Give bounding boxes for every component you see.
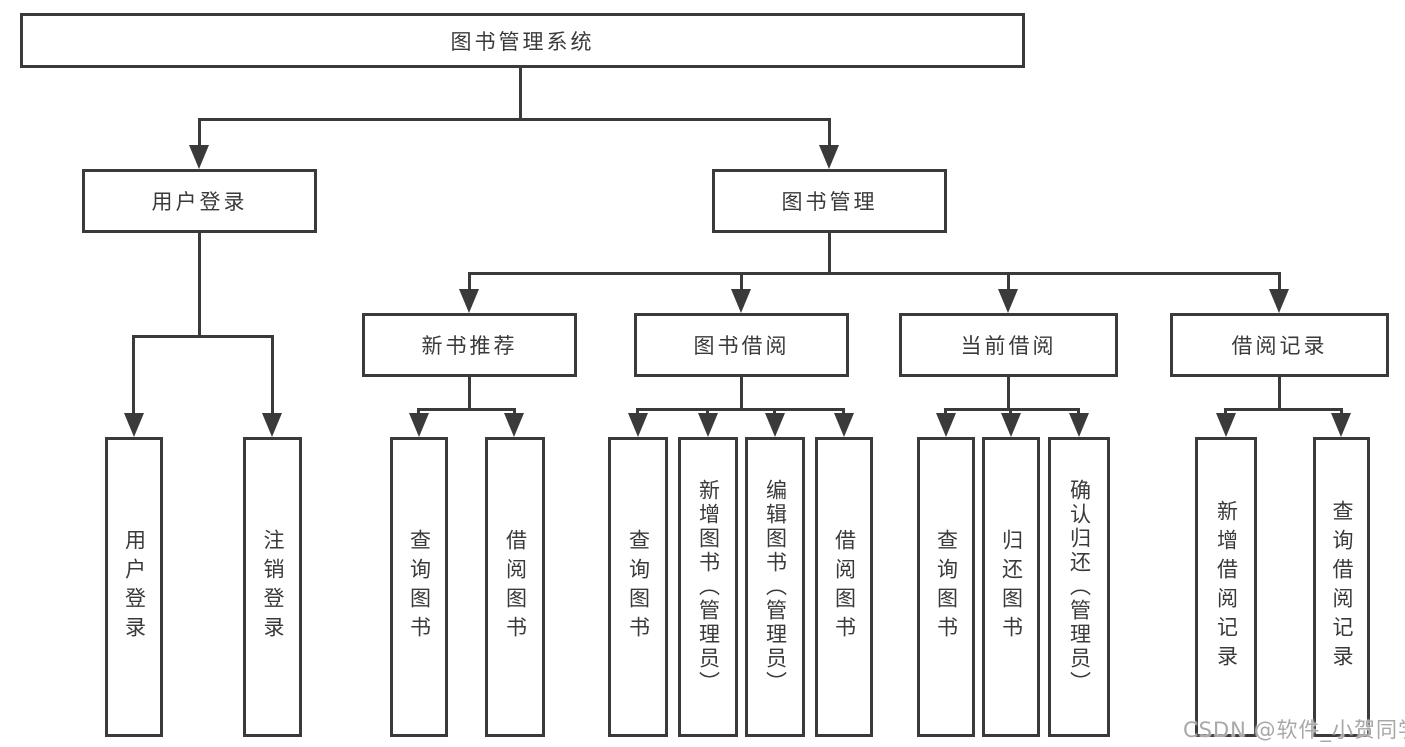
node-borrowing-records-label: 借阅记录: [1231, 334, 1328, 358]
leaf-add-book-admin-label: 新增图书（管理员）: [696, 479, 721, 695]
connector-line: [944, 408, 1080, 411]
arrow-down-icon: [1331, 413, 1351, 437]
leaf-query-books-2-label: 查询图书: [626, 529, 651, 645]
connector-line: [198, 118, 831, 121]
connector-line: [513, 408, 516, 416]
arrow-down-icon: [731, 289, 751, 313]
node-root-system: 图书管理系统: [20, 13, 1025, 68]
leaf-add-borrow-record: 新增借阅记录: [1195, 437, 1257, 737]
connector-line: [636, 408, 639, 416]
connector-line: [417, 408, 516, 411]
connector-line: [1224, 408, 1343, 411]
leaf-edit-book-admin-label: 编辑图书（管理员）: [763, 479, 788, 695]
node-borrowing-records: 借阅记录: [1170, 313, 1389, 377]
arrow-down-icon: [1269, 289, 1289, 313]
connector-line: [1007, 272, 1010, 292]
connector-line: [1278, 377, 1281, 408]
connector-line: [1077, 408, 1080, 416]
connector-line: [636, 408, 845, 411]
node-new-book-recommend-label: 新书推荐: [421, 334, 518, 358]
arrow-down-icon: [698, 413, 718, 437]
arrow-down-icon: [765, 413, 785, 437]
arrow-down-icon: [124, 413, 144, 437]
leaf-user-login: 用户登录: [105, 437, 163, 737]
node-book-borrowing: 图书借阅: [634, 313, 849, 377]
leaf-add-book-admin: 新增图书（管理员）: [678, 437, 738, 737]
leaf-query-borrow-record: 查询借阅记录: [1313, 437, 1370, 737]
leaf-borrow-books-2-label: 借阅图书: [832, 529, 857, 645]
connector-line: [1278, 272, 1281, 292]
leaf-query-books-3-label: 查询图书: [934, 529, 959, 645]
connector-line: [271, 335, 274, 415]
connector-line: [706, 408, 709, 416]
csdn-watermark: CSDN @软件_小贺同学: [1183, 718, 1405, 742]
leaf-return-books: 归还图书: [982, 437, 1040, 737]
connector-line: [740, 377, 743, 408]
arrow-down-icon: [459, 289, 479, 313]
node-book-management: 图书管理: [712, 169, 947, 233]
connector-line: [944, 408, 947, 416]
arrow-down-icon: [262, 413, 282, 437]
connector-line: [1224, 408, 1227, 416]
leaf-confirm-return-admin-label: 确认归还（管理员）: [1067, 479, 1092, 695]
connector-line: [740, 272, 743, 292]
node-new-book-recommend: 新书推荐: [362, 313, 577, 377]
connector-line: [468, 272, 471, 292]
connector-line: [773, 408, 776, 416]
connector-line: [132, 335, 274, 338]
leaf-borrow-books-1: 借阅图书: [485, 437, 545, 737]
connector-line: [417, 408, 420, 416]
connector-line: [1009, 408, 1012, 416]
connector-line: [828, 118, 831, 148]
arrow-down-icon: [409, 413, 429, 437]
leaf-query-books-3: 查询图书: [917, 437, 975, 737]
leaf-query-books-2: 查询图书: [608, 437, 668, 737]
arrow-down-icon: [936, 413, 956, 437]
connector-line: [468, 272, 1281, 275]
arrow-down-icon: [189, 145, 209, 169]
node-book-management-label: 图书管理: [781, 190, 878, 214]
leaf-logout: 注销登录: [243, 437, 302, 737]
connector-line: [1007, 377, 1010, 408]
leaf-edit-book-admin: 编辑图书（管理员）: [745, 437, 805, 737]
arrow-down-icon: [819, 145, 839, 169]
connector-line: [132, 335, 135, 415]
arrow-down-icon: [1001, 413, 1021, 437]
connector-line: [519, 68, 522, 118]
leaf-return-books-label: 归还图书: [999, 529, 1024, 645]
connector-line: [842, 408, 845, 416]
node-current-borrowing: 当前借阅: [899, 313, 1118, 377]
arrow-down-icon: [1069, 413, 1089, 437]
node-user-login-label: 用户登录: [151, 190, 248, 214]
arrow-down-icon: [1216, 413, 1236, 437]
leaf-add-borrow-record-label: 新增借阅记录: [1214, 500, 1239, 674]
node-book-borrowing-label: 图书借阅: [693, 334, 790, 358]
arrow-down-icon: [834, 413, 854, 437]
leaf-query-borrow-record-label: 查询借阅记录: [1330, 500, 1354, 674]
connector-line: [468, 377, 471, 408]
leaf-user-login-label: 用户登录: [122, 529, 147, 645]
connector-line: [198, 118, 201, 148]
leaf-confirm-return-admin: 确认归还（管理员）: [1048, 437, 1110, 737]
leaf-query-books-1: 查询图书: [390, 437, 448, 737]
arrow-down-icon: [628, 413, 648, 437]
leaf-borrow-books-2: 借阅图书: [815, 437, 873, 737]
leaf-query-books-1-label: 查询图书: [407, 529, 432, 645]
connector-line: [1340, 408, 1343, 416]
leaf-logout-label: 注销登录: [261, 529, 285, 645]
node-current-borrowing-label: 当前借阅: [960, 334, 1057, 358]
leaf-borrow-books-1-label: 借阅图书: [503, 529, 528, 645]
connector-line: [828, 233, 831, 272]
node-root-label: 图书管理系统: [450, 29, 595, 54]
arrow-down-icon: [504, 413, 524, 437]
connector-line: [198, 233, 201, 335]
node-user-login: 用户登录: [82, 169, 317, 233]
arrow-down-icon: [998, 289, 1018, 313]
